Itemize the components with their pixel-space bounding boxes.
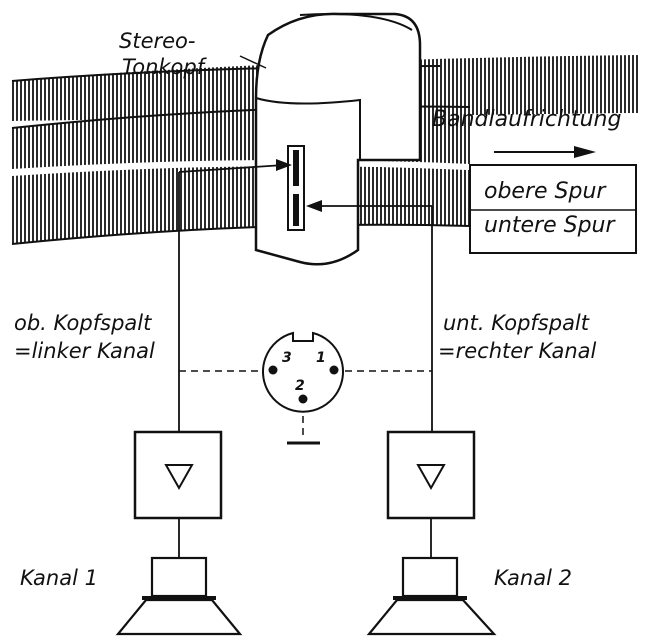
lower-track-band [12, 166, 470, 244]
left-signal-arrowhead [276, 159, 292, 171]
tape-head-front-face [255, 97, 361, 160]
direction-label: Bandlaufrichtung [432, 107, 621, 132]
tape-head-top-edge [299, 13, 413, 31]
direction-arrowhead [574, 146, 596, 158]
amplifier-right-triangle-icon [416, 464, 446, 491]
lower-head-gap [293, 194, 299, 226]
stereo-tape-head [254, 12, 422, 266]
head-label-line2: Tonkopf [122, 55, 208, 79]
pin-1-label: 1 [316, 350, 326, 366]
left-gap-label-line1: ob. Kopfspalt [14, 311, 152, 335]
left-signal-arrow-line [178, 164, 285, 173]
pin-3-label: 3 [282, 350, 292, 366]
din-connector: 3 1 2 [262, 331, 344, 413]
right-gap-label-line2: =rechter Kanal [438, 339, 597, 363]
tape-outline-bottom [11, 223, 471, 245]
signal-lines [178, 164, 433, 432]
speaker-left-magnet [150, 556, 208, 598]
speaker-right-magnet [401, 556, 459, 598]
pin-2-dot [298, 394, 308, 404]
lower-track-label: untere Spur [484, 213, 616, 238]
track-separator [11, 160, 471, 175]
pin-3-dot [268, 365, 278, 375]
channel-1-label: Kanal 1 [20, 566, 98, 590]
pin-2-label: 2 [295, 378, 305, 394]
head-label-leader [239, 55, 267, 69]
head-label-line1: Stereo- [119, 29, 195, 53]
amplifier-right [386, 430, 476, 558]
upper-track-label: obere Spur [484, 179, 607, 204]
head-gap-plate [287, 145, 305, 231]
upper-head-gap [293, 150, 299, 186]
speaker-left-icon [115, 556, 243, 636]
speaker-right-icon [366, 556, 497, 636]
track-label-box [469, 164, 637, 254]
left-gap-label-line2: =linker Kanal [14, 339, 155, 363]
right-gap-label-line1: unt. Kopfspalt [443, 311, 590, 335]
din-connector-body [262, 331, 344, 413]
speaker-right-cone [366, 598, 497, 636]
speaker-left-cone [115, 598, 243, 636]
amplifier-left [133, 430, 223, 558]
tape-head-body [254, 12, 422, 266]
amplifier-left-triangle-icon [164, 464, 194, 491]
right-signal-arrowhead [306, 200, 322, 212]
channel-2-label: Kanal 2 [494, 566, 572, 590]
pin-1-dot [329, 365, 339, 375]
